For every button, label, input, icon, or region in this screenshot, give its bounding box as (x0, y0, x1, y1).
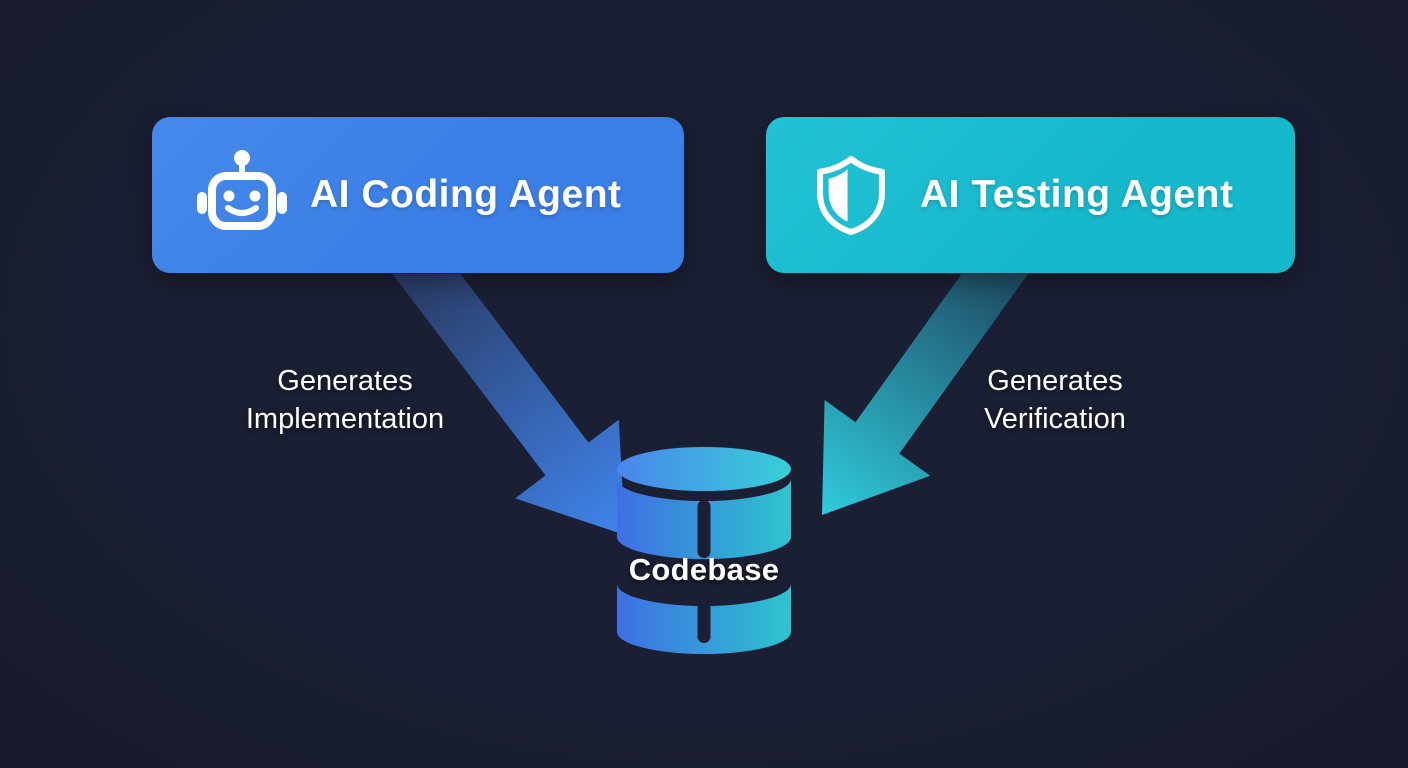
label-line: Generates (277, 365, 413, 397)
label-generates-verification: Generates Verification (895, 362, 1215, 438)
label-line: Generates (987, 365, 1123, 397)
database-cylinder-icon (617, 447, 791, 654)
codebase-label: Codebase (628, 552, 780, 587)
label-generates-implementation: Generates Implementation (185, 362, 505, 438)
node-ai-coding-agent: AI Coding Agent (152, 117, 684, 273)
label-line: Verification (984, 403, 1126, 435)
arrow-testing-to-codebase (822, 274, 1028, 515)
arrow-coding-to-codebase (392, 274, 625, 535)
shield-icon (817, 155, 885, 235)
testing-agent-title: AI Testing Agent (920, 173, 1234, 216)
robot-icon (197, 150, 287, 230)
coding-agent-title: AI Coding Agent (310, 173, 622, 216)
node-ai-testing-agent: AI Testing Agent (766, 117, 1295, 273)
label-line: Implementation (245, 403, 445, 435)
